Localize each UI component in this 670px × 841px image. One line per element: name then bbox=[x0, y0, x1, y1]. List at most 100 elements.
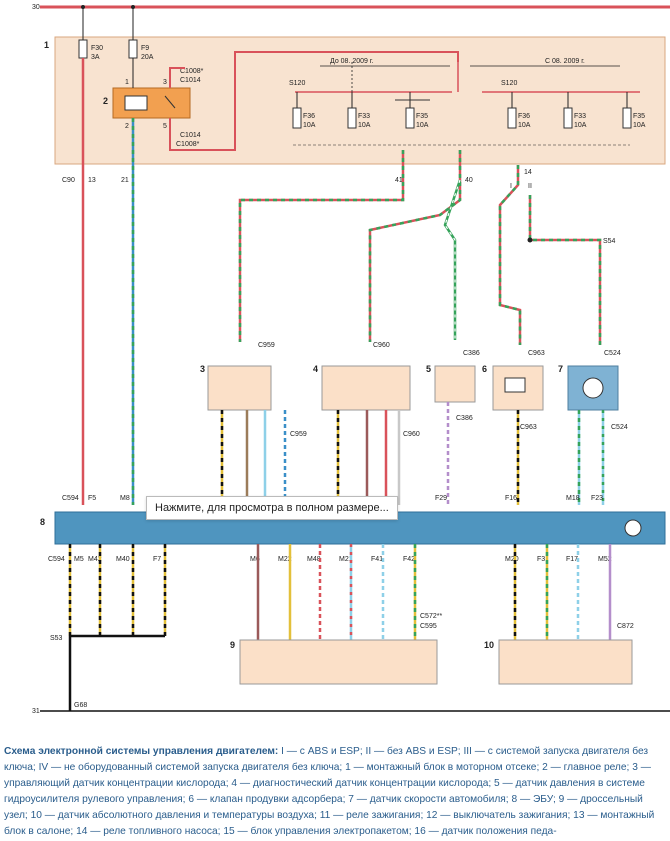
block-1-label: 1 bbox=[44, 40, 49, 50]
ecu-pin-m18: M18 bbox=[566, 495, 580, 502]
f36-after-val: 10A bbox=[518, 122, 531, 129]
block-6-label: 6 bbox=[482, 364, 487, 374]
map-sensor-10 bbox=[498, 639, 633, 685]
f35-before-val: 10A bbox=[416, 122, 429, 129]
rail-31-label: 31 bbox=[32, 708, 40, 715]
c572-label: C572** bbox=[420, 613, 442, 620]
s120-right: S120 bbox=[501, 80, 517, 87]
ecu-pin-f17: F17 bbox=[566, 556, 578, 563]
f9-value: 20A bbox=[141, 54, 154, 61]
ecu-pin-m5: M5 bbox=[74, 556, 84, 563]
pin-21: 21 bbox=[121, 177, 129, 184]
ecu-pin-f5: F5 bbox=[88, 495, 96, 502]
fuse-f9 bbox=[128, 39, 138, 59]
c959-bottom: C959 bbox=[290, 431, 307, 438]
note-after: С 08. 2009 г. bbox=[545, 58, 585, 65]
ecu-pin-m52: M52 bbox=[598, 556, 612, 563]
s120-left: S120 bbox=[289, 80, 305, 87]
ecu-pin-m42: M42 bbox=[88, 556, 102, 563]
block-4-label: 4 bbox=[313, 364, 318, 374]
block-7-label: 7 bbox=[558, 364, 563, 374]
c963-top: C963 bbox=[528, 350, 545, 357]
ecu-pin-f41: F41 bbox=[371, 556, 383, 563]
c963-bottom: C963 bbox=[520, 424, 537, 431]
c594-bottom: C594 bbox=[48, 556, 65, 563]
relay-pin-5: 5 bbox=[163, 123, 167, 130]
c1008-bottom: C1008* bbox=[176, 141, 200, 148]
f9-name: F9 bbox=[141, 45, 149, 52]
ecu-pin-f42: F42 bbox=[403, 556, 415, 563]
c960-bottom: C960 bbox=[403, 431, 420, 438]
pin-I: I bbox=[510, 183, 512, 190]
ecu-pin-m20: M20 bbox=[505, 556, 519, 563]
c872-label: C872 bbox=[617, 623, 634, 630]
c595-label: C595 bbox=[420, 623, 437, 630]
ecu-pin-f3: F3 bbox=[537, 556, 545, 563]
throttle-body-9 bbox=[239, 639, 438, 685]
f35-after-val: 10A bbox=[633, 122, 646, 129]
ecu-pin-m6: M6 bbox=[250, 556, 260, 563]
relay-pin-2: 2 bbox=[125, 123, 129, 130]
c524-bottom: C524 bbox=[611, 424, 628, 431]
ecu-pin-m8: M8 bbox=[120, 495, 130, 502]
wiring-diagram: 30 31 1 F30 3A F9 20A 2 C1008* C1014 C10… bbox=[32, 4, 670, 715]
ecu-pin-m48: M48 bbox=[307, 556, 321, 563]
c524-top: C524 bbox=[604, 350, 621, 357]
throttle-wires bbox=[256, 544, 417, 640]
pin-13: 13 bbox=[88, 177, 96, 184]
f33-before-val: 10A bbox=[358, 122, 371, 129]
caption-body: I — с ABS и ESP; II — без ABS и ESP; III… bbox=[4, 746, 655, 837]
f35-after: F35 bbox=[633, 113, 645, 120]
click-to-enlarge-tooltip[interactable]: Нажмите, для просмотра в полном размере.… bbox=[146, 496, 398, 520]
c386-top: C386 bbox=[463, 350, 480, 357]
rail-30-label: 30 bbox=[32, 4, 40, 11]
pin-41: 41 bbox=[395, 177, 403, 184]
ecu-pin-f16: F16 bbox=[505, 495, 517, 502]
fuse-group-after bbox=[507, 92, 632, 129]
f30-value: 3A bbox=[91, 54, 100, 61]
fuse-f30 bbox=[78, 39, 88, 59]
pin-40: 40 bbox=[465, 177, 473, 184]
sensor-3 bbox=[207, 365, 272, 411]
f36-before: F36 bbox=[303, 113, 315, 120]
ecu-pin-m22: M22 bbox=[278, 556, 292, 563]
g68-label: G68 bbox=[74, 702, 87, 709]
relay-pin-3: 3 bbox=[163, 79, 167, 86]
diagram-caption: Схема электронной системы управления дви… bbox=[4, 744, 666, 840]
sensor-4 bbox=[321, 365, 411, 411]
block-3-label: 3 bbox=[200, 364, 205, 374]
map-sensor-wires bbox=[513, 544, 612, 640]
block-2-label: 2 bbox=[103, 96, 108, 106]
ecu-icon bbox=[624, 519, 642, 537]
ecu-pin-f29: F29 bbox=[435, 495, 447, 502]
s54-label: S54 bbox=[603, 238, 616, 245]
f35-before: F35 bbox=[416, 113, 428, 120]
block-8-label: 8 bbox=[40, 517, 45, 527]
c959-top: C959 bbox=[258, 342, 275, 349]
f36-before-val: 10A bbox=[303, 122, 316, 129]
block-5-label: 5 bbox=[426, 364, 431, 374]
c960-top: C960 bbox=[373, 342, 390, 349]
fuse-group-before bbox=[292, 92, 430, 129]
pin-II: II bbox=[528, 183, 532, 190]
c594-top: C594 bbox=[62, 495, 79, 502]
f36-after: F36 bbox=[518, 113, 530, 120]
c1014-top: C1014 bbox=[180, 77, 201, 84]
c90-label: C90 bbox=[62, 177, 75, 184]
f33-before: F33 bbox=[358, 113, 370, 120]
f33-after: F33 bbox=[574, 113, 586, 120]
ecu-pin-f7: F7 bbox=[153, 556, 161, 563]
sensor-5 bbox=[434, 365, 476, 403]
f33-after-val: 10A bbox=[574, 122, 587, 129]
s53-label: S53 bbox=[50, 635, 63, 642]
note-before: До 08. 2009 г. bbox=[330, 58, 374, 65]
c1014-bottom: C1014 bbox=[180, 132, 201, 139]
relay-pin-1: 1 bbox=[125, 79, 129, 86]
pin-14: 14 bbox=[524, 169, 532, 176]
ground-wires bbox=[68, 544, 167, 711]
caption-title: Схема электронной системы управления дви… bbox=[4, 746, 279, 757]
block-9-label: 9 bbox=[230, 640, 235, 650]
c1008-top: C1008* bbox=[180, 68, 204, 75]
ecu-pin-m40: M40 bbox=[116, 556, 130, 563]
c386-bottom: C386 bbox=[456, 415, 473, 422]
